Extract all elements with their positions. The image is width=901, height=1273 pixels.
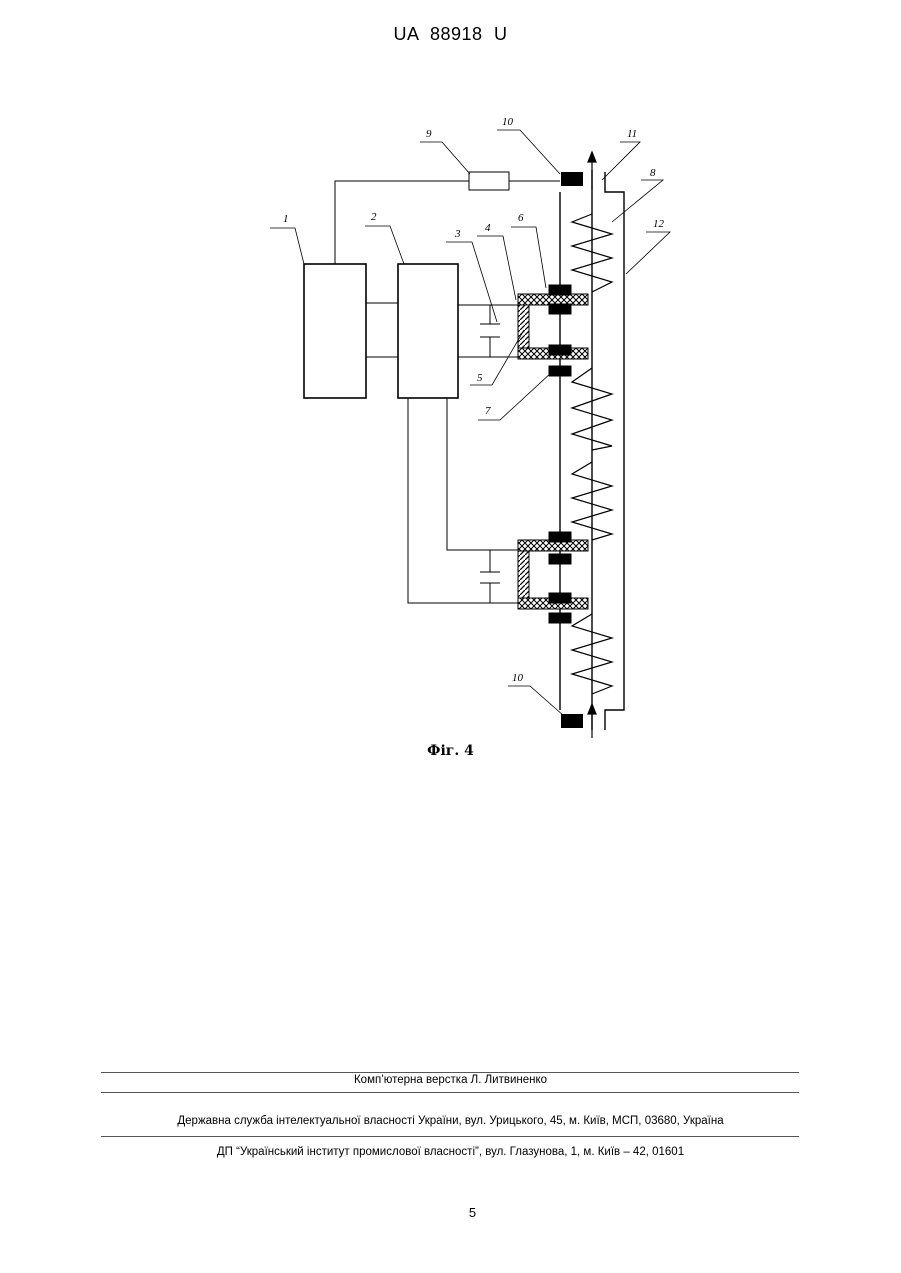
label-9: 9 — [426, 128, 432, 140]
institute-line: ДП “Український інститут промислової вла… — [0, 1145, 901, 1159]
label-10-bottom: 10 — [512, 672, 524, 684]
label-7: 7 — [485, 405, 491, 417]
label-2: 2 — [371, 211, 377, 223]
label-3: 3 — [454, 228, 461, 240]
label-11: 11 — [627, 128, 637, 140]
label-6: 6 — [518, 212, 524, 224]
leader-lines — [270, 130, 670, 716]
wiring — [335, 172, 560, 603]
label-10-top: 10 — [502, 116, 514, 128]
electrode-assembly-lower — [518, 532, 588, 623]
footer-divider-3 — [101, 1136, 799, 1137]
block-2 — [398, 264, 458, 398]
layout-credit: Комп’ютерна верстка Л. Литвиненко — [0, 1073, 901, 1087]
block-1 — [304, 264, 366, 398]
label-5: 5 — [477, 372, 483, 384]
sensor-10-blocks — [561, 172, 583, 728]
label-4: 4 — [485, 222, 491, 234]
label-1: 1 — [283, 213, 289, 225]
footer-divider-2 — [101, 1092, 799, 1093]
electrode-assembly-upper — [518, 285, 588, 376]
label-12: 12 — [653, 218, 665, 230]
page-number: 5 — [0, 1205, 901, 1220]
publisher-line: Державна служба інтелектуальної власност… — [0, 1114, 901, 1128]
figure-4-schematic: 1 2 3 4 5 6 7 8 9 10 10 11 12 — [0, 0, 901, 780]
label-8: 8 — [650, 167, 656, 179]
figure-caption: Фіг. 4 — [0, 743, 901, 759]
